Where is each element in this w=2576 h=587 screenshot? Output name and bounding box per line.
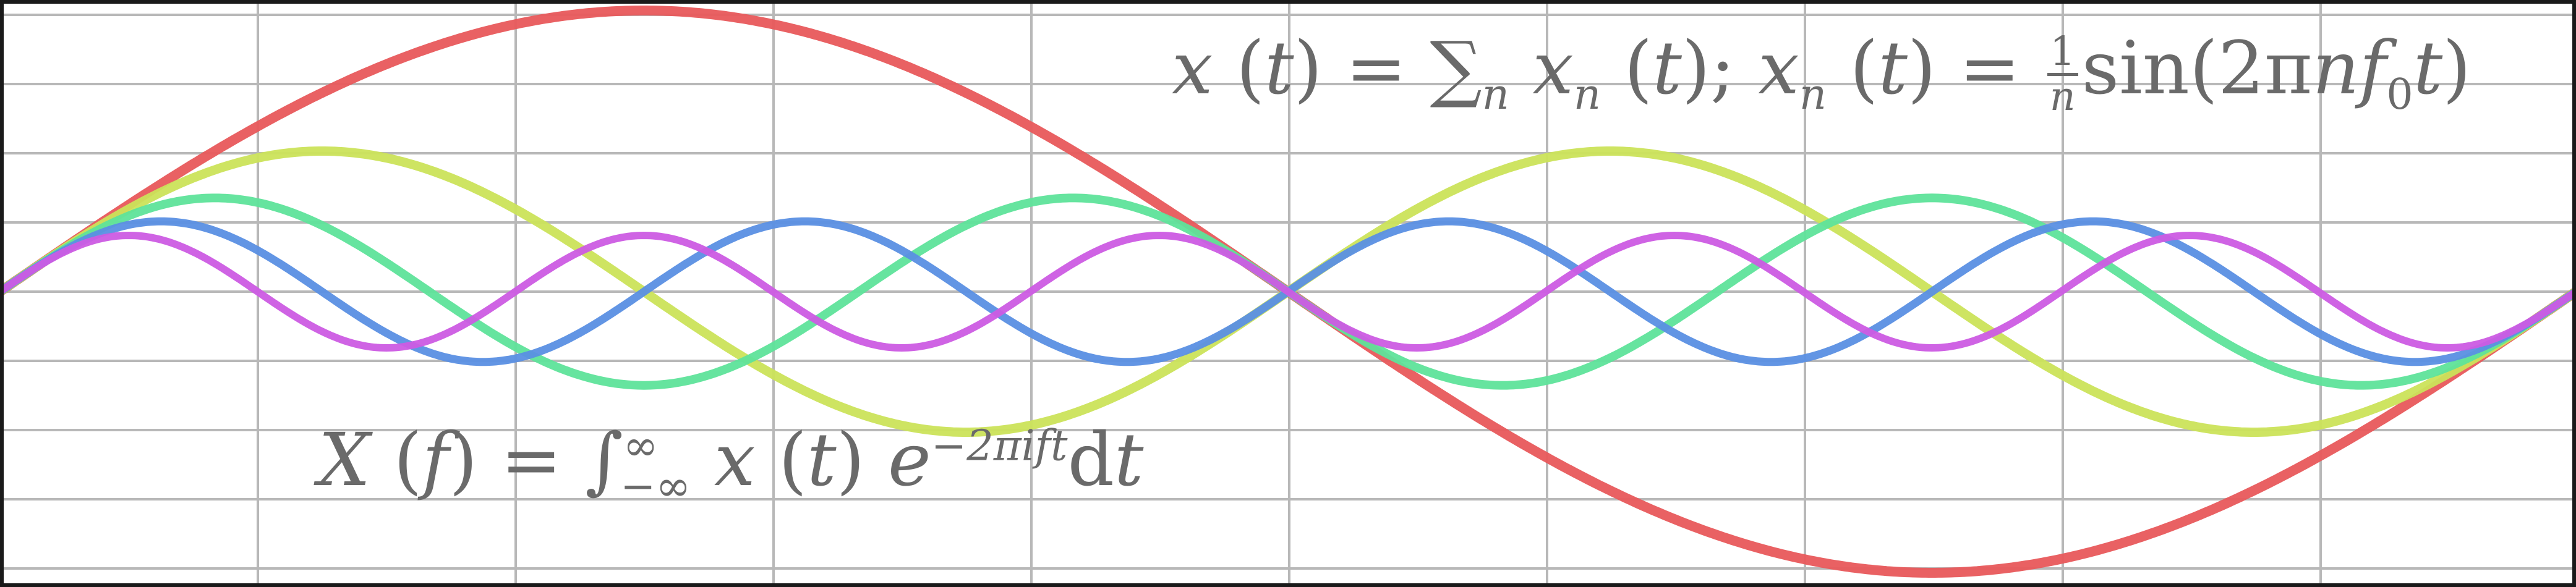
sum-formula-n: n bbox=[2312, 25, 2360, 111]
fourier-e: e bbox=[888, 417, 931, 502]
fourier-transform-formula: X (f) = ∫∞−∞ x (t) e−2πiftdt bbox=[318, 417, 1144, 511]
sum-formula-t-c: t bbox=[1878, 25, 1908, 111]
sum-formula-x: x bbox=[1172, 25, 1213, 111]
sum-formula-t-d: t bbox=[2413, 25, 2443, 111]
two-pi: 2π bbox=[2217, 25, 2313, 111]
sum-formula-t: t bbox=[1265, 25, 1294, 111]
fourier-d: d bbox=[1067, 417, 1115, 502]
sum-formula-xn-b: x bbox=[1758, 25, 1799, 111]
sum-formula-equals-b: = bbox=[1959, 25, 2021, 111]
integral-lower-limit: −∞ bbox=[620, 461, 691, 511]
sum-symbol: ∑ bbox=[1430, 25, 1482, 111]
sum-index: n bbox=[1482, 69, 1509, 119]
sum-formula-xn-sub-b: n bbox=[1799, 69, 1827, 119]
fourier-equals: = bbox=[500, 417, 562, 502]
fourier-t-b: t bbox=[1114, 417, 1144, 502]
fourier-X: X bbox=[318, 417, 371, 502]
fraction-denominator: n bbox=[2049, 74, 2076, 120]
sum-formula-xn: x bbox=[1532, 25, 1574, 111]
fraction-numerator: 1 bbox=[2047, 30, 2078, 77]
sum-formula-semicolon: ; bbox=[1710, 25, 1735, 111]
sin-function: sin bbox=[2081, 25, 2190, 111]
sum-formula-t-b: t bbox=[1652, 25, 1682, 111]
sum-formula-f: f bbox=[2359, 25, 2387, 111]
harmonic-5-curve bbox=[0, 231, 2576, 352]
fourier-f: f bbox=[422, 417, 450, 502]
fourier-exponent: −2πift bbox=[931, 421, 1068, 471]
sum-formula-xn-sub: n bbox=[1573, 69, 1601, 119]
fourier-t: t bbox=[807, 417, 837, 502]
integral-symbol: ∫ bbox=[585, 417, 623, 502]
harmonic-curves bbox=[0, 6, 2576, 578]
fourier-x: x bbox=[714, 417, 756, 502]
integral-upper-limit: ∞ bbox=[623, 421, 659, 471]
sum-formula-f-sub: 0 bbox=[2386, 69, 2413, 119]
sum-formula-equals: = bbox=[1346, 25, 1407, 111]
